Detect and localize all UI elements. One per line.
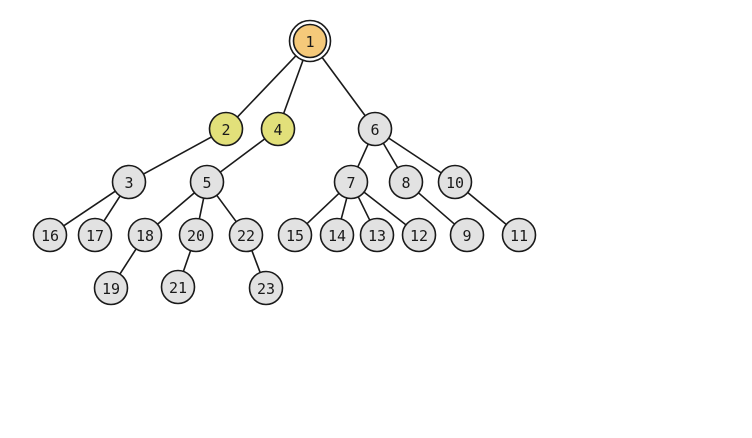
- edge-7-12: [363, 191, 407, 226]
- tree-node-17[interactable]: 17: [77, 217, 113, 253]
- edge-8-9: [417, 192, 456, 225]
- edge-4-5: [219, 138, 266, 173]
- node-circle: [333, 164, 369, 200]
- tree-node-11[interactable]: 11: [501, 217, 537, 253]
- node-label: 18: [136, 227, 154, 245]
- tree-node-6[interactable]: 6: [357, 111, 393, 147]
- node-circle: [228, 217, 264, 253]
- tree-node-23[interactable]: 23: [248, 270, 284, 306]
- edge-7-14: [340, 197, 348, 220]
- node-circle: [208, 111, 244, 147]
- node-circle: [388, 164, 424, 200]
- edge-22-23: [251, 250, 261, 273]
- edge-1-6: [321, 57, 366, 117]
- node-label: 17: [86, 227, 104, 245]
- node-circle: [292, 23, 328, 59]
- edge-1-4: [282, 59, 304, 114]
- tree-node-10[interactable]: 10: [437, 164, 473, 200]
- node-label: 7: [346, 174, 355, 192]
- edge-3-17: [103, 195, 121, 222]
- node-circle: [77, 217, 113, 253]
- tree-node-22[interactable]: 22: [228, 217, 264, 253]
- tree-node-13[interactable]: 13: [359, 217, 395, 253]
- node-label: 13: [368, 227, 386, 245]
- node-circle: [437, 164, 473, 200]
- tree-node-19[interactable]: 19: [93, 270, 129, 306]
- tree-node-9[interactable]: 9: [449, 217, 485, 253]
- node-circle: [32, 217, 68, 253]
- node-label: 14: [328, 227, 346, 245]
- node-label: 9: [462, 227, 471, 245]
- node-circle: [501, 217, 537, 253]
- node-circle: [359, 217, 395, 253]
- edge-20-21: [182, 250, 192, 272]
- node-label: 20: [187, 227, 205, 245]
- edges-layer: [63, 55, 507, 275]
- node-circle: [260, 111, 296, 147]
- tree-node-12[interactable]: 12: [401, 217, 437, 253]
- node-label: 4: [273, 121, 282, 139]
- node-label: 19: [102, 280, 120, 298]
- edge-6-8: [382, 142, 399, 169]
- node-label: 23: [257, 280, 275, 298]
- tree-node-1[interactable]: 1: [288, 19, 332, 63]
- node-circle: [449, 217, 485, 253]
- tree-node-20[interactable]: 20: [178, 217, 214, 253]
- node-label: 5: [202, 174, 211, 192]
- node-label: 15: [286, 227, 304, 245]
- edge-1-2: [236, 55, 297, 118]
- node-label: 16: [41, 227, 59, 245]
- node-circle: [357, 111, 393, 147]
- node-circle: [160, 269, 196, 305]
- node-label: 3: [124, 174, 133, 192]
- node-circle: [248, 270, 284, 306]
- node-label: 2: [221, 121, 230, 139]
- node-circle: [127, 217, 163, 253]
- node-label: 12: [410, 227, 428, 245]
- edge-2-3: [143, 136, 212, 175]
- edge-5-20: [198, 197, 205, 220]
- tree-node-18[interactable]: 18: [127, 217, 163, 253]
- node-circle: [189, 164, 225, 200]
- edge-18-19: [119, 248, 137, 275]
- tree-node-16[interactable]: 16: [32, 217, 68, 253]
- tree-node-2[interactable]: 2: [208, 111, 244, 147]
- edge-3-16: [63, 190, 116, 227]
- edge-6-10: [388, 137, 442, 174]
- tree-node-4[interactable]: 4: [260, 111, 296, 147]
- node-circle: [401, 217, 437, 253]
- tree-node-14[interactable]: 14: [319, 217, 355, 253]
- node-circle: [319, 217, 355, 253]
- tree-node-3[interactable]: 3: [111, 164, 147, 200]
- edge-7-13: [357, 196, 371, 221]
- node-label: 21: [169, 279, 187, 297]
- node-label: 1: [305, 33, 314, 51]
- node-label: 6: [370, 121, 379, 139]
- node-label: 8: [401, 174, 410, 192]
- node-label: 22: [237, 227, 255, 245]
- tree-node-15[interactable]: 15: [277, 217, 313, 253]
- edge-6-7: [357, 143, 369, 168]
- node-label: 10: [446, 174, 464, 192]
- node-circle: [111, 164, 147, 200]
- edge-7-15: [306, 192, 340, 225]
- edge-10-11: [467, 191, 507, 226]
- edge-5-22: [216, 194, 237, 223]
- edge-5-18: [157, 192, 195, 225]
- tree-node-8[interactable]: 8: [388, 164, 424, 200]
- node-circle: [178, 217, 214, 253]
- tree-node-21[interactable]: 21: [160, 269, 196, 305]
- tree-node-7[interactable]: 7: [333, 164, 369, 200]
- tree-node-5[interactable]: 5: [189, 164, 225, 200]
- node-label: 11: [510, 227, 528, 245]
- node-circle: [93, 270, 129, 306]
- node-circle: [277, 217, 313, 253]
